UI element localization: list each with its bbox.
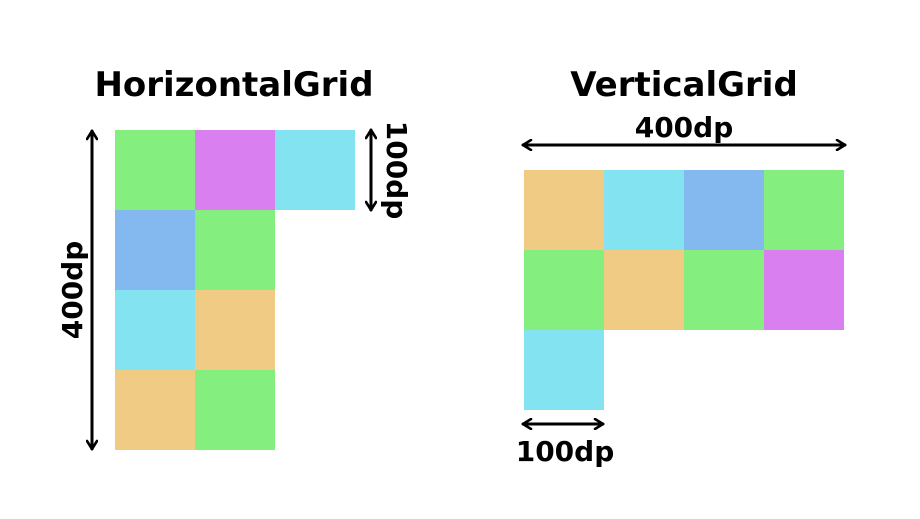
vertical-grid-cell-0-3 [764,170,844,250]
horizontal-grid-cell-label: 100dp [380,121,413,220]
horizontal-grid-cell-0-0 [115,130,195,210]
vertical-grid-panel: VerticalGrid 400dp 100dp [516,65,847,468]
vertical-grid-cells [524,170,844,410]
vertical-grid-cell-0-0 [524,170,604,250]
vertical-grid-cell-1-3 [764,250,844,330]
horizontal-grid-cell-1-3 [195,370,275,450]
horizontal-grid-cell-1-2 [195,290,275,370]
horizontal-grid-cell-2-0 [275,130,355,210]
vertical-grid-cell-0-2 [684,170,764,250]
vertical-grid-cell-1-1 [604,250,684,330]
vertical-grid-cell-0-1 [604,170,684,250]
vertical-grid-cell-label: 100dp [516,435,615,468]
horizontal-grid-height-label: 400dp [56,241,89,340]
horizontal-grid-cells [115,130,355,450]
horizontal-grid-panel: HorizontalGrid 400dp 100dp [56,65,413,451]
horizontal-grid-cell-1-1 [195,210,275,290]
vertical-grid-cell-2-0 [524,330,604,410]
horizontal-grid-cell-0-3 [115,370,195,450]
vertical-grid-title: VerticalGrid [570,65,798,105]
vertical-grid-cell-1-0 [524,250,604,330]
vertical-grid-cell-1-2 [684,250,764,330]
horizontal-grid-cell-0-1 [115,210,195,290]
horizontal-grid-title: HorizontalGrid [94,65,373,105]
horizontal-grid-cell-1-0 [195,130,275,210]
vertical-grid-width-label: 400dp [635,111,734,144]
horizontal-grid-cell-0-2 [115,290,195,370]
